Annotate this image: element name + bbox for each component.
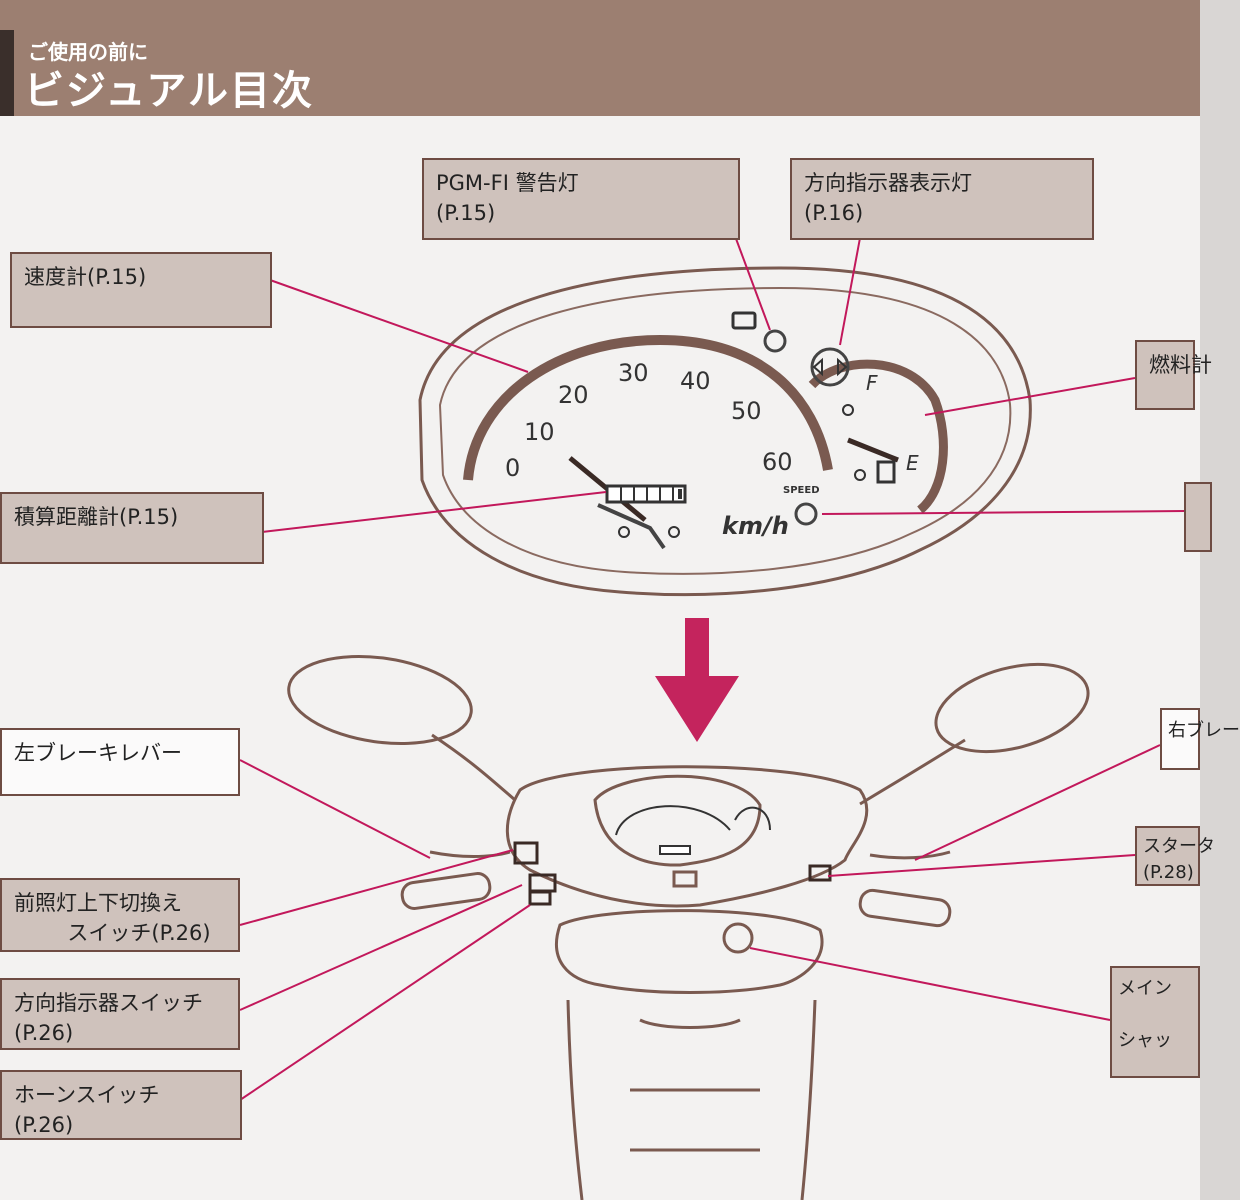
label-headlight-switch: 前照灯上下切換え スイッチ(P.26) xyxy=(0,878,240,952)
turn-signal-indicator-icon xyxy=(810,347,850,387)
section-header: ご使用の前に ビジュアル目次 xyxy=(0,0,1200,120)
label-horn-switch: ホーンスイッチ (P.26) xyxy=(0,1070,242,1140)
label-pgmfi-warning: PGM-FI 警告灯 (P.15) xyxy=(422,158,740,240)
label-odometer: 積算距離計(P.15) xyxy=(0,492,264,564)
label-starter-switch: スタータ (P.28) xyxy=(1135,826,1215,886)
speed-warning-lamp-icon xyxy=(794,502,818,526)
label-left-brake-lever: 左ブレーキレバー xyxy=(0,728,240,796)
label-speed-lamp xyxy=(1184,482,1212,552)
speed-tick-40: 40 xyxy=(680,367,711,395)
illustration: 0 10 20 30 40 50 60 km/h SPEED F E xyxy=(239,235,1186,1200)
label-speedometer: 速度計(P.15) xyxy=(10,252,272,328)
section-subtitle: ご使用の前に xyxy=(28,40,148,64)
fuel-empty-mark: E xyxy=(906,451,919,475)
fuel-indicators xyxy=(842,404,866,481)
label-turn-switch: 方向指示器スイッチ (P.26) xyxy=(0,978,240,1050)
speedometer-dial xyxy=(463,334,833,481)
engine-warning-icon xyxy=(731,311,787,353)
speed-lamp-label: SPEED xyxy=(783,485,820,496)
header-tab xyxy=(0,30,14,120)
fuel-full-mark: F xyxy=(866,371,878,395)
right-handlebar-switches xyxy=(808,864,832,882)
scooter-mini-meter xyxy=(615,805,771,855)
scooter-front-view xyxy=(287,654,1090,1200)
label-fuel-gauge: 燃料計 xyxy=(1135,340,1212,410)
speed-tick-10: 10 xyxy=(524,418,555,446)
down-arrow-icon xyxy=(655,618,739,742)
label-main-switch: メイン シャッ xyxy=(1110,966,1200,1078)
meter-housing-inner xyxy=(438,286,1012,575)
speed-tick-50: 50 xyxy=(731,397,762,425)
speed-tick-0: 0 xyxy=(505,454,520,482)
odometer-display xyxy=(605,484,687,504)
left-handlebar-switches xyxy=(513,841,557,906)
label-turn-indicator: 方向指示器表示灯 (P.16) xyxy=(790,158,1094,240)
fuel-pump-icon xyxy=(876,460,896,484)
speed-tick-60: 60 xyxy=(762,448,793,476)
odometer-reset-knob xyxy=(597,503,680,550)
speed-tick-30: 30 xyxy=(618,359,649,387)
speed-ticks: 0 10 20 30 40 50 60 xyxy=(505,359,793,482)
label-right-brake-lever: 右ブレー xyxy=(1160,708,1240,770)
page-title: ビジュアル目次 xyxy=(24,68,314,114)
speed-tick-20: 20 xyxy=(558,381,589,409)
speed-unit: km/h xyxy=(722,512,789,540)
meter-housing xyxy=(418,266,1032,597)
leader-lines xyxy=(239,235,1186,1101)
